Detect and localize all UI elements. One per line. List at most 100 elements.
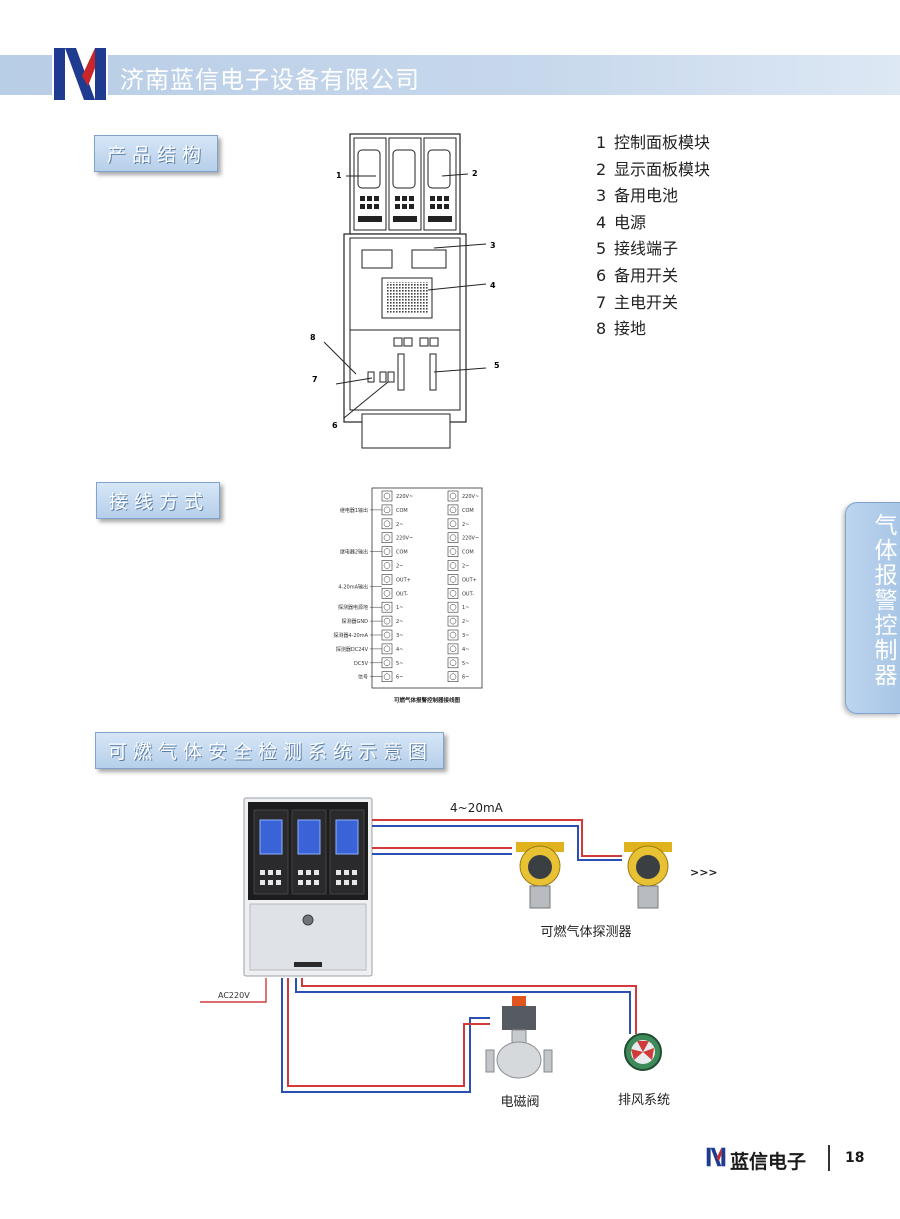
terminal-screw xyxy=(449,659,457,667)
detector-label: 可燃气体探测器 xyxy=(540,924,631,940)
terminal-label-col1: OUT- xyxy=(396,591,408,597)
terminal-label-col2: OUT+ xyxy=(462,577,477,583)
terminal-label-col1: 1~ xyxy=(396,605,403,611)
terminal-screw xyxy=(449,590,457,597)
terminal-screw xyxy=(449,548,457,555)
terminal-col1 xyxy=(381,657,393,669)
terminal-col2 xyxy=(447,490,459,502)
terminal-col1 xyxy=(381,643,393,655)
terminal-label-col2: 2~ xyxy=(462,522,469,528)
header-band xyxy=(0,55,900,95)
terminal-label-col2: COM xyxy=(462,550,474,556)
terminal-screw xyxy=(383,659,391,667)
structure-diagram: 1 2 3 4 5 6 7 8 xyxy=(310,133,500,449)
terminal-screw xyxy=(383,548,391,555)
gas-detector-1 xyxy=(516,842,564,909)
callout-3: 3 xyxy=(490,241,496,250)
wiring-caption: 可燃气体报警控制器接线图 xyxy=(394,696,461,704)
callout-1: 1 xyxy=(336,171,342,180)
terminal-col2 xyxy=(447,560,459,571)
terminal-col2 xyxy=(447,629,459,641)
terminal-label-col1: 2~ xyxy=(396,619,403,625)
footer-logo xyxy=(706,1146,726,1168)
callout-2: 2 xyxy=(472,169,478,178)
terminal-label-col1: COM xyxy=(396,508,408,514)
terminal-col1 xyxy=(381,588,393,599)
side-tab: 气体报警控制器 xyxy=(845,502,900,714)
terminal-screw xyxy=(449,617,457,625)
wiring-left-label: 探测器电源地 xyxy=(338,604,368,611)
terminal-screw xyxy=(383,673,391,680)
terminal-label-col1: 220V~ xyxy=(396,536,413,542)
terminal-label-col1: COM xyxy=(396,550,408,556)
terminal-label-col2: 220V~ xyxy=(462,494,479,500)
wiring-left-label: 探测器4-20mA xyxy=(333,632,368,639)
terminal-label-col1: OUT+ xyxy=(396,577,411,583)
terminal-label-col2: 4~ xyxy=(462,647,469,653)
terminal-col1 xyxy=(381,546,393,557)
terminal-col1 xyxy=(381,574,393,585)
terminal-label-col1: 220V~ xyxy=(396,494,413,500)
terminal-col2 xyxy=(447,574,459,585)
terminal-label-col1: 2~ xyxy=(396,522,403,528)
terminal-label-col1: 5~ xyxy=(396,661,403,667)
wiring-left-label: 继电器1输出 xyxy=(340,507,368,514)
terminal-screw xyxy=(449,562,457,569)
gas-detector-2 xyxy=(624,842,672,909)
footer-brand: 蓝信电子 xyxy=(730,1151,807,1173)
terminal-col1 xyxy=(381,532,393,544)
terminal-col1 xyxy=(381,518,393,530)
terminal-screw xyxy=(449,631,457,639)
callout-5: 5 xyxy=(494,361,500,370)
terminal-col2 xyxy=(447,657,459,669)
terminal-screw xyxy=(383,603,391,611)
terminal-screw xyxy=(383,506,391,514)
terminal-label-col2: 1~ xyxy=(462,605,469,611)
solenoid-valve xyxy=(485,996,553,1079)
section-title-structure: 产品结构 xyxy=(94,135,219,172)
power-label: AC220V xyxy=(218,991,250,1000)
terminal-col1 xyxy=(381,504,393,516)
section-title-wiring: 接线方式 xyxy=(96,482,221,519)
terminal-label-col1: 4~ xyxy=(396,647,403,653)
wiring-left-label: 探测器GND xyxy=(342,618,369,625)
fan-label: 排风系统 xyxy=(618,1093,670,1108)
callout-4: 4 xyxy=(490,281,496,290)
terminal-label-col2: 5~ xyxy=(462,661,469,667)
wiring-left-label: DC5V xyxy=(354,661,369,667)
terminal-col1 xyxy=(381,490,393,502)
terminal-col1 xyxy=(381,601,393,613)
terminal-label-col1: 3~ xyxy=(396,633,403,639)
callout-6: 6 xyxy=(332,421,338,430)
terminal-col1 xyxy=(381,671,393,682)
terminal-col2 xyxy=(447,546,459,557)
terminal-col2 xyxy=(447,615,459,627)
terminal-label-col2: 6~ xyxy=(462,675,469,681)
terminal-label-col2: OUT- xyxy=(462,591,474,597)
module-1 xyxy=(353,137,387,231)
footer-separator xyxy=(828,1145,830,1171)
company-name: 济南蓝信电子设备有限公司 xyxy=(120,66,420,94)
terminal-screw xyxy=(449,603,457,611)
terminal-screw xyxy=(383,534,391,541)
controller-cabinet xyxy=(243,797,373,977)
terminal-col1 xyxy=(381,560,393,571)
signal-label: 4~20mA xyxy=(450,801,504,815)
terminal-screw xyxy=(449,576,457,583)
page-number: 18 xyxy=(845,1150,865,1166)
terminal-col2 xyxy=(447,518,459,530)
callout-8: 8 xyxy=(310,333,316,342)
terminal-screw xyxy=(383,576,391,583)
terminal-label-col1: 6~ xyxy=(396,675,403,681)
terminal-col2 xyxy=(447,601,459,613)
terminal-label-col2: 220V~ xyxy=(462,536,479,542)
